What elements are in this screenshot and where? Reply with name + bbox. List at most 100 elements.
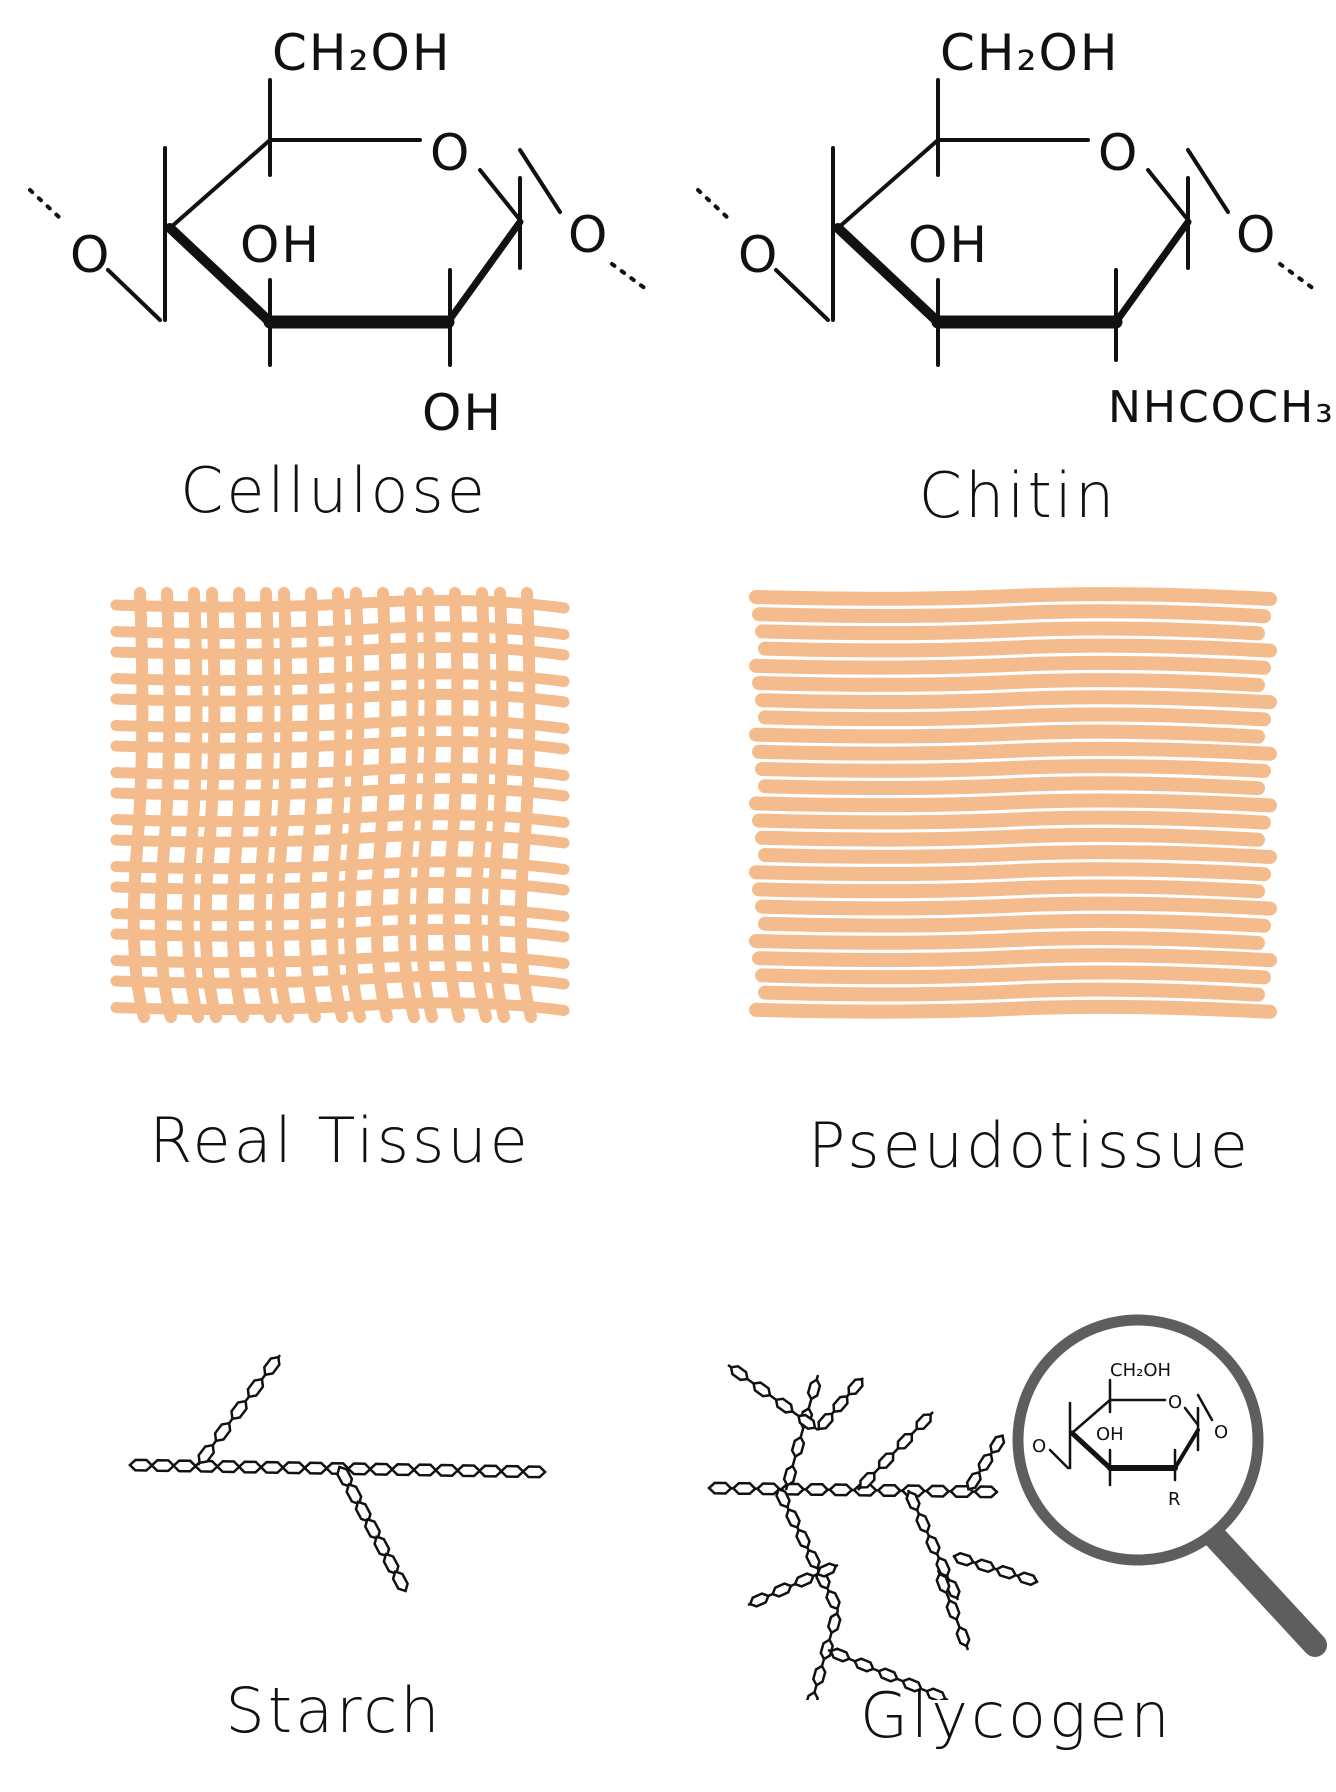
pseudotissue-fiber bbox=[752, 604, 1271, 624]
mesh-horizontal-fiber bbox=[110, 621, 570, 640]
glucose-unit bbox=[345, 1482, 363, 1506]
glucose-unit bbox=[915, 1512, 931, 1534]
glucose-unit bbox=[128, 1458, 154, 1472]
glucose-chain bbox=[336, 1465, 409, 1593]
glucose-unit bbox=[847, 1377, 864, 1396]
pseudotissue-fiber bbox=[755, 827, 1265, 847]
magnified-link-oxygen-left: O bbox=[1032, 1436, 1046, 1457]
glucose-unit bbox=[952, 1551, 975, 1567]
caption-real-tissue: Real Tissue bbox=[149, 1104, 531, 1177]
glucose-chain bbox=[806, 1609, 842, 1700]
glucose-unit bbox=[230, 1399, 248, 1421]
caption-starch: Starch bbox=[225, 1674, 443, 1747]
mesh-horizontal-fiber bbox=[110, 641, 570, 661]
magnified-ch2oh-label: CH₂OH bbox=[1110, 1360, 1171, 1381]
glucose-unit bbox=[213, 1421, 232, 1443]
magnified-r-label: R bbox=[1168, 1489, 1181, 1510]
glucose-chain bbox=[857, 1411, 934, 1491]
glucose-unit bbox=[877, 1667, 899, 1683]
glucose-unit bbox=[989, 1434, 1006, 1455]
glucose-unit bbox=[955, 1625, 971, 1648]
caption-cellulose: Cellulose bbox=[180, 454, 488, 527]
glucose-unit bbox=[752, 1381, 772, 1398]
glucose-unit bbox=[363, 1517, 382, 1541]
glucose-unit bbox=[237, 1460, 263, 1474]
glucose-unit bbox=[382, 1552, 400, 1576]
mesh-horizontal-fiber bbox=[110, 997, 570, 1016]
magnifying-glass-icon: CH₂OH O OH R O O bbox=[1012, 1314, 1327, 1657]
pseudotissue-fiber bbox=[749, 931, 1265, 950]
pseudotissue-fibers bbox=[749, 587, 1277, 1019]
glucose-unit bbox=[391, 1570, 409, 1593]
glucose-unit bbox=[149, 1458, 176, 1473]
glucose-unit bbox=[965, 1470, 982, 1491]
pseudotissue-fiber bbox=[755, 965, 1271, 985]
mesh-horizontal-fiber bbox=[110, 950, 570, 969]
pseudotissue-fiber bbox=[749, 655, 1271, 675]
glucose-unit bbox=[935, 1572, 951, 1595]
glucose-unit bbox=[790, 1435, 806, 1459]
glucose-unit bbox=[905, 1490, 921, 1512]
glucose-unit bbox=[797, 1413, 817, 1431]
pseudotissue-fiber bbox=[752, 673, 1265, 692]
glucose-unit bbox=[915, 1413, 932, 1431]
cellulose-structure: CH₂OH O OH OH O O bbox=[28, 24, 652, 442]
glucose-unit bbox=[973, 1558, 997, 1574]
ring-oxygen-label: O bbox=[1098, 124, 1139, 182]
glycosidic-oxygen-right: O bbox=[568, 206, 609, 264]
pseudotissue-fiber bbox=[752, 879, 1265, 899]
glucose-chain bbox=[196, 1354, 282, 1466]
caption-pseudotissue: Pseudotissue bbox=[808, 1109, 1251, 1182]
pseudotissue-fiber bbox=[752, 948, 1277, 968]
pseudotissue-fiber bbox=[749, 999, 1277, 1019]
glucose-unit bbox=[803, 1482, 830, 1497]
glucose-unit bbox=[755, 1482, 782, 1496]
pseudotissue-fiber bbox=[749, 793, 1277, 813]
glucose-chain bbox=[817, 1377, 864, 1431]
glucose-unit bbox=[924, 1484, 951, 1498]
glucose-chain bbox=[128, 1458, 547, 1479]
oh-label-lower: OH bbox=[422, 384, 503, 442]
glucose-unit bbox=[806, 1377, 822, 1401]
glucose-unit bbox=[826, 1611, 842, 1635]
mesh-horizontal-fiber bbox=[110, 735, 570, 755]
oh-label-upper: OH bbox=[908, 216, 989, 274]
magnified-ring-oxygen: O bbox=[1168, 1392, 1182, 1413]
glucose-chain bbox=[775, 1487, 841, 1611]
glucose-unit bbox=[829, 1647, 851, 1663]
pseudotissue-fiber bbox=[755, 621, 1265, 641]
glucose-unit bbox=[433, 1463, 460, 1477]
pseudotissue-fiber bbox=[758, 982, 1265, 1002]
mesh-horizontal-fiber bbox=[110, 856, 570, 875]
glucose-unit bbox=[412, 1463, 438, 1477]
ch2oh-label: CH₂OH bbox=[940, 24, 1120, 82]
mesh-horizontal-fiber bbox=[110, 594, 570, 614]
glucose-chain bbox=[707, 1481, 999, 1499]
glycogen-branches bbox=[707, 1363, 1039, 1700]
pseudotissue-fiber bbox=[758, 913, 1271, 933]
nhcoch3-label: NHCOCH₃ bbox=[1108, 382, 1335, 433]
glucose-chain bbox=[727, 1363, 819, 1432]
glycosidic-oxygen-left: O bbox=[70, 226, 111, 284]
glucose-unit bbox=[994, 1564, 1018, 1580]
glucose-unit bbox=[390, 1463, 416, 1477]
pseudotissue-fiber bbox=[749, 862, 1271, 882]
mesh-horizontal-fiber bbox=[110, 688, 570, 708]
glucose-unit bbox=[945, 1598, 961, 1622]
glucose-unit bbox=[901, 1677, 923, 1693]
glucose-unit bbox=[806, 1690, 820, 1700]
glucose-unit bbox=[774, 1397, 794, 1414]
glucose-unit bbox=[197, 1443, 216, 1465]
mesh-horizontal-fiber bbox=[110, 876, 570, 896]
glucose-chain bbox=[782, 1374, 822, 1491]
pseudotissue-fiber bbox=[752, 741, 1277, 761]
glucose-unit bbox=[896, 1432, 914, 1450]
pseudotissue-fiber bbox=[758, 707, 1271, 727]
mesh-horizontal-fiber bbox=[110, 782, 570, 802]
glucose-unit bbox=[825, 1589, 841, 1611]
glucose-unit bbox=[853, 1657, 875, 1673]
glucose-chain bbox=[965, 1434, 1006, 1491]
glucose-unit bbox=[354, 1500, 372, 1523]
glucose-unit bbox=[805, 1548, 821, 1570]
chitin-structure: CH₂OH O OH NHCOCH₃ O O bbox=[696, 24, 1335, 433]
